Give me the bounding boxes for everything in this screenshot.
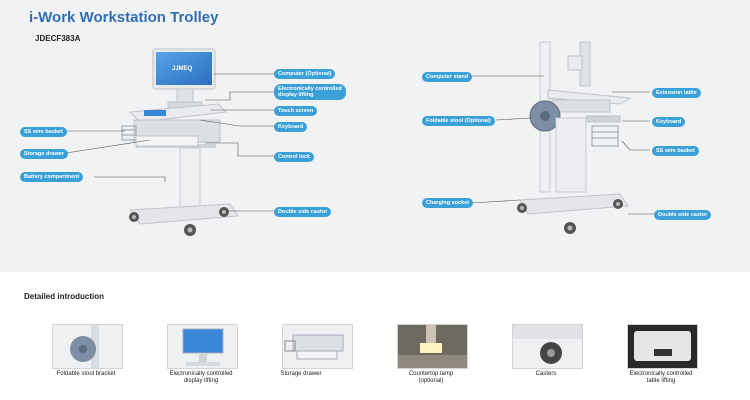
detail-caption-text: Storage drawer [280,371,322,377]
detail-thumb-stool-bracket [52,324,123,369]
callout-storage-drawer: Storage drawer [20,149,69,159]
detail-caption-countertop-lamp: Countertop lamp (optional) [376,371,486,385]
callout-ss-wire-basket: SS wire basket [20,127,67,137]
callout-double-side-castor: Double side castor [274,207,332,217]
detail-caption-text: Foldable stool bracket [56,371,116,377]
page-title: i-Work Workstation Trolley [29,9,219,26]
detail-thumb-storage-drawer [282,324,353,369]
detail-caption-casters: Casters [491,371,601,378]
detail-caption-text: Countertop lamp [408,371,454,377]
callout-battery-compartment: Battery compartment [20,172,84,182]
callout-charging-socket: Charging socket [422,198,474,208]
product-showcase-panel [0,0,750,272]
callout-double-side-castor-right: Double side castor [654,210,712,220]
callout-control-lock: Control lock [274,152,315,162]
callout-keyboard: Keyboard [274,122,308,132]
screen-brand-logo: JJMEQ [172,66,193,72]
callout-extension-table: Extension table [652,88,701,98]
callout-keyboard-right: Keyboard [652,117,686,127]
detail-caption-text: display lifting [183,378,219,384]
detail-caption-storage-drawer: Storage drawer [246,371,356,378]
callout-display-lifting: Electronically controlled display liftin… [274,84,346,100]
detail-thumb-table-lifting [627,324,698,369]
detail-caption-stool-bracket: Foldable stool bracket [31,371,141,378]
model-number: JDECF383A [35,34,81,43]
left-trolley-image: JJMEQ [121,48,239,236]
callout-leader-lines [65,73,654,215]
detail-thumb-countertop-lamp [397,324,468,369]
detail-thumb-casters [512,324,583,369]
callout-display-lifting-line2: display lifting [278,92,314,98]
detail-caption-text: (optional) [418,378,444,384]
callout-computer: Computer (Optional) [274,69,336,79]
detail-caption-text: Electronically controlled [169,371,233,377]
right-trolley-image [517,41,632,234]
callout-touch-screen: Touch screen [274,106,318,116]
detail-caption-display-lifting: Electronically controlled display liftin… [146,371,256,385]
section-title-detailed-introduction: Detailed introduction [24,292,104,301]
detail-thumb-display-lifting [167,324,238,369]
detail-caption-text: Casters [535,371,557,377]
callout-display-lifting-line1: Electronically controlled [278,86,342,92]
callout-computer-stand: Computer stand [422,72,473,82]
detail-caption-text: table lifting [646,378,676,384]
callout-foldable-stool: Foldable stool (Optional) [422,116,495,126]
detail-caption-text: Electronically controlled [629,371,693,377]
detail-caption-table-lifting: Electronically controlled table lifting [606,371,716,385]
callout-ss-wire-basket-right: SS wire basket [652,146,699,156]
